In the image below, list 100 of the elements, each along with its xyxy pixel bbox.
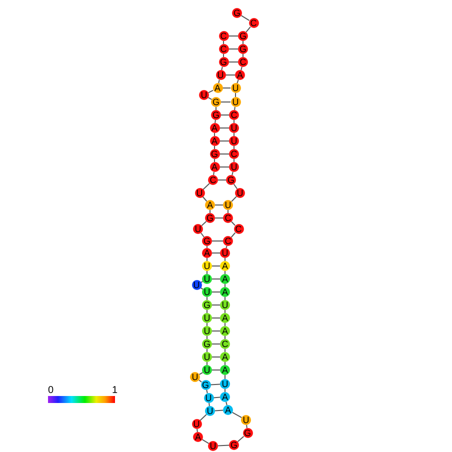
connector-line: [220, 114, 230, 116]
connector-line: [232, 171, 234, 176]
nucleotide-circle: G: [211, 97, 221, 107]
nucleotide-circle: U: [202, 261, 212, 271]
nucleotide-circle: U: [194, 188, 204, 198]
nucleotide-circle: A: [205, 200, 215, 210]
nucleotide-circle: U: [192, 419, 202, 429]
connector-line: [214, 204, 224, 206]
connector-line: [206, 296, 208, 300]
connector-line: [214, 410, 224, 412]
connector-line: [224, 284, 226, 288]
connector-line: [206, 270, 208, 274]
nucleotide-circle: U: [205, 406, 215, 416]
nucleotide-circle: U: [204, 393, 214, 403]
connector-line: [223, 40, 224, 44]
connector-line: [218, 79, 220, 84]
nucleotide-circle: U: [220, 248, 230, 258]
nucleotide-circle: U: [229, 136, 239, 146]
nucleotide-circle: U: [235, 188, 245, 198]
connector-line: [226, 401, 228, 406]
connector-line: [228, 48, 238, 50]
nucleotide-circle: G: [205, 213, 215, 223]
connector-line: [213, 396, 220, 398]
connector-line: [224, 322, 226, 326]
connector-line: [212, 304, 220, 306]
connector-line: [212, 240, 224, 242]
connector-line: [212, 330, 220, 332]
connector-line: [212, 278, 220, 280]
nucleotide-circle: C: [238, 57, 248, 67]
nucleotide-circle: C: [220, 339, 230, 349]
connector-line: [224, 310, 226, 314]
connector-line: [232, 412, 242, 418]
nucleotide-circle: A: [220, 274, 230, 284]
connector-line: [246, 424, 248, 429]
connector-line: [223, 54, 224, 58]
nucleotide-circle: U: [241, 415, 251, 425]
nucleotide-circle: U: [202, 287, 212, 297]
connector-line: [206, 336, 208, 340]
nucleotide-circle: G: [229, 440, 239, 450]
connector-line: [208, 90, 214, 94]
nucleotide-circle: U: [199, 90, 209, 100]
connector-line: [206, 322, 208, 326]
nucleotide-circle: G: [232, 8, 242, 18]
connector-line: [201, 220, 207, 226]
nucleotide-circle: G: [202, 300, 212, 310]
nucleotide-circle: U: [208, 441, 218, 451]
connector-line: [224, 362, 226, 366]
connector-line: [224, 296, 226, 300]
nucleotide-circle: U: [220, 379, 230, 389]
nucleotide-circle: C: [229, 110, 239, 120]
nucleotide-circle: A: [220, 326, 230, 336]
connector-line: [242, 54, 244, 58]
connector-line: [240, 15, 250, 21]
nucleotide-circle: A: [220, 261, 230, 271]
nucleotide-circle: A: [202, 248, 212, 258]
nucleotide-circle: U: [230, 83, 240, 93]
connector-line: [206, 389, 208, 394]
connector-line: [237, 436, 244, 442]
connector-line: [231, 196, 237, 202]
connector-line: [246, 26, 251, 33]
connector-line: [230, 232, 236, 238]
connector-line: [214, 132, 215, 136]
connector-line: [198, 380, 202, 382]
nucleotide-circle: U: [230, 97, 240, 107]
connector-line: [224, 336, 226, 340]
nucleotide-circle: C: [218, 31, 228, 41]
nucleotide-circle: G: [226, 175, 236, 185]
nucleotide-circle: A: [220, 287, 230, 297]
connector-line: [196, 428, 198, 433]
nucleotide-circle: C: [218, 44, 228, 54]
connector-line: [224, 374, 226, 380]
nucleotide-circle: U: [193, 224, 203, 234]
nucleotide-circle: A: [220, 392, 230, 402]
connector-line: [206, 258, 208, 262]
connector-line: [218, 444, 230, 446]
connector-line: [213, 171, 214, 176]
nucleotide-circle: U: [202, 274, 212, 284]
connector-line: [208, 402, 210, 407]
connector-line: [206, 246, 208, 248]
nucleotide-circle: G: [211, 110, 221, 120]
nucleotide-circle: A: [220, 313, 230, 323]
nucleotide-circle: U: [220, 300, 230, 310]
nucleotide-circle: G: [238, 31, 248, 41]
nucleotide-circle: U: [192, 280, 202, 290]
connector-line: [233, 184, 238, 190]
scale-label: 1: [112, 386, 118, 396]
nucleotide-circle: U: [229, 123, 239, 133]
connector-line: [206, 310, 208, 314]
nucleotide-circle: A: [212, 83, 222, 93]
nucleotide-circle: C: [248, 18, 258, 28]
nucleotide-circle: A: [210, 136, 220, 146]
nucleotide-circle: G: [210, 149, 220, 159]
connector-line: [219, 140, 230, 142]
nucleotide-circle: A: [210, 123, 220, 133]
connector-line: [221, 66, 223, 71]
connector-line: [224, 348, 226, 352]
nucleotide-circle: U: [223, 200, 233, 210]
nucleotide-circle: G: [202, 339, 212, 349]
connector-line: [225, 74, 236, 76]
scale-label: 0: [48, 386, 54, 396]
